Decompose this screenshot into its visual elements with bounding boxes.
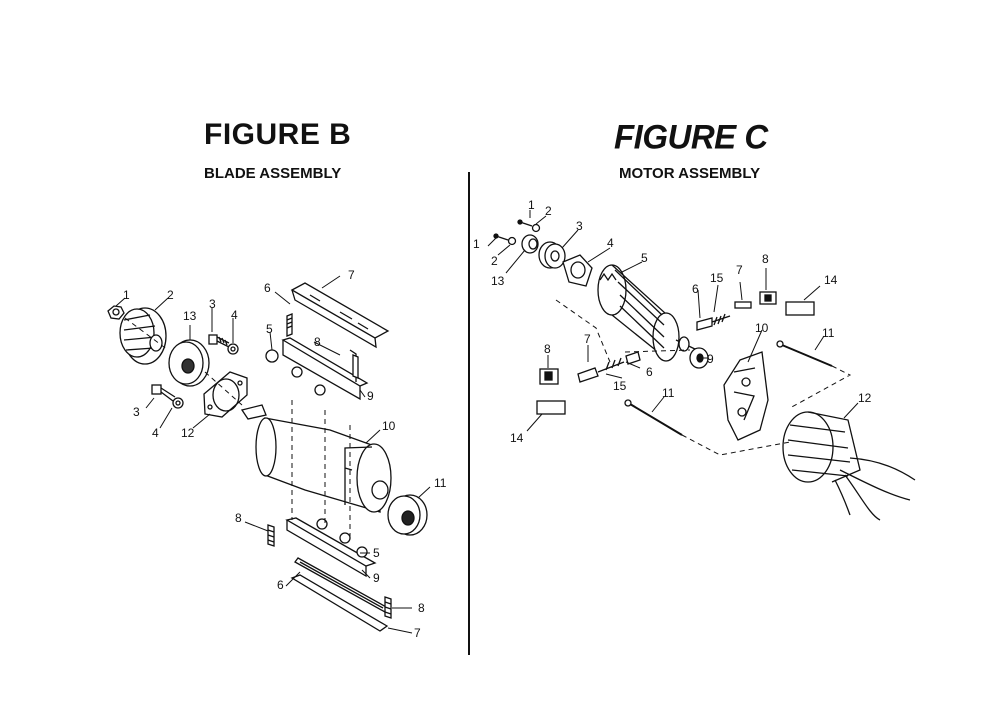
callout-b-2: 2 bbox=[167, 288, 174, 302]
blade-plate-upper bbox=[290, 282, 390, 349]
callout-b-4b: 4 bbox=[152, 426, 159, 440]
callout-b-10: 10 bbox=[382, 419, 396, 433]
bearing-part bbox=[168, 339, 210, 387]
alignment-lines bbox=[124, 317, 351, 540]
callout-b-7b: 7 bbox=[414, 626, 421, 640]
blade-bar-upper bbox=[286, 313, 293, 337]
callout-b-5b: 5 bbox=[373, 546, 380, 560]
bracket-lower bbox=[285, 517, 377, 578]
callout-b-8c: 8 bbox=[418, 601, 425, 615]
callout-b-4a: 4 bbox=[231, 308, 238, 322]
pin-parts bbox=[267, 354, 392, 619]
callout-b-3a: 3 bbox=[209, 297, 216, 311]
figure-b-callouts: 1 2 3 4 13 3 4 12 7 6 5 8 9 10 11 8 5 9 … bbox=[123, 268, 447, 640]
motor-housing-part bbox=[240, 404, 392, 513]
hex-nut-part bbox=[107, 305, 125, 320]
screw-washer-lower bbox=[151, 384, 184, 409]
callout-b-7a: 7 bbox=[348, 268, 355, 282]
blade-plate-lower bbox=[290, 574, 389, 632]
figure-c-panel: FIGURE C MOTOR ASSEMBLY bbox=[472, 0, 1000, 728]
callout-b-8b: 8 bbox=[235, 511, 242, 525]
pulley-part bbox=[119, 307, 167, 365]
figure-b-title: FIGURE B bbox=[204, 118, 352, 151]
callout-b-6a: 6 bbox=[264, 281, 271, 295]
figure-c-subtitle: MOTOR ASSEMBLY bbox=[619, 165, 761, 182]
bracket-screws-upper bbox=[265, 349, 326, 396]
callout-b-8a: 8 bbox=[314, 335, 321, 349]
callout-b-6b: 6 bbox=[277, 578, 284, 592]
callout-b-12: 12 bbox=[181, 426, 195, 440]
blade-assembly-diagram: 1 2 3 4 13 3 4 12 7 6 5 8 9 10 11 8 5 9 … bbox=[107, 268, 447, 640]
callout-b-13: 13 bbox=[183, 309, 197, 323]
callout-b-5a: 5 bbox=[266, 322, 273, 336]
callout-b-1: 1 bbox=[123, 288, 130, 302]
callout-b-11: 11 bbox=[434, 476, 447, 490]
panel-divider bbox=[468, 172, 470, 655]
figure-b-panel: FIGURE B BLADE ASSEMBLY bbox=[0, 0, 468, 728]
end-bearing-part bbox=[387, 494, 428, 536]
leader-lines-b bbox=[115, 275, 431, 634]
callout-b-3b: 3 bbox=[133, 405, 140, 419]
figure-c-title: FIGURE C bbox=[614, 117, 768, 156]
screw-washer-upper bbox=[208, 334, 239, 355]
figure-b-subtitle: BLADE ASSEMBLY bbox=[204, 165, 342, 182]
gasket-part bbox=[203, 371, 248, 418]
callout-b-9b: 9 bbox=[373, 571, 380, 585]
callout-b-9a: 9 bbox=[367, 389, 374, 403]
